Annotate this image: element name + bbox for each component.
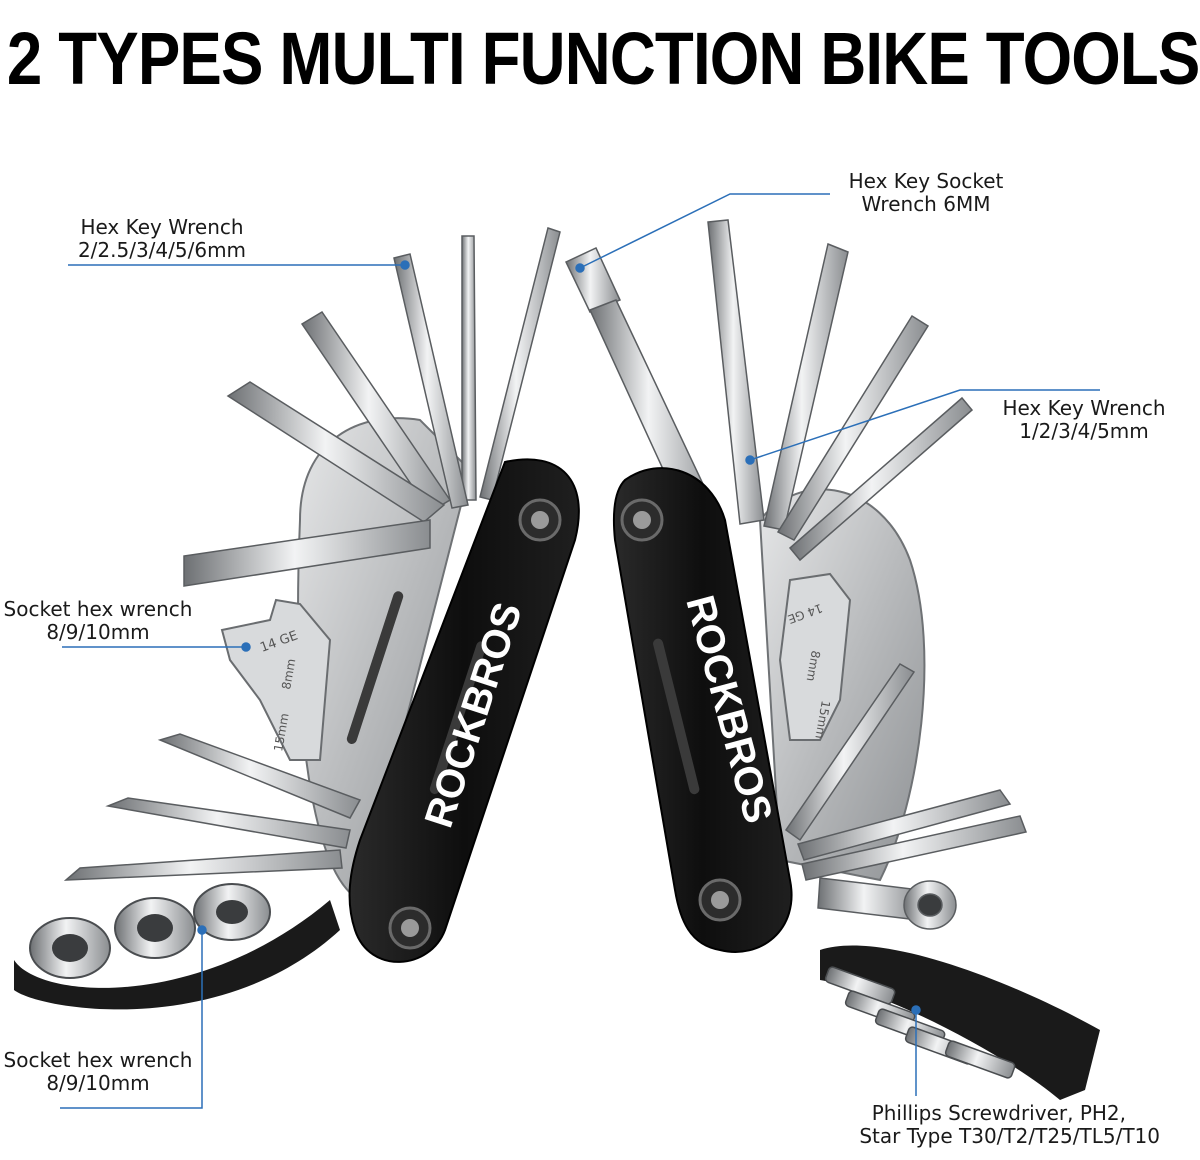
left-hex-keys — [183, 227, 561, 587]
right-bit-holder — [820, 945, 1100, 1100]
callout-hex-key-right-sizes: 1/2/3/4/5mm — [1019, 419, 1149, 443]
callout-hex-socket-6mm-size: Wrench 6MM — [861, 192, 991, 216]
left-socket-plate — [220, 598, 332, 761]
hex-key-3mm — [393, 253, 469, 509]
callout-leader-lines — [60, 193, 1100, 1109]
callout-socket-hex-lower: Socket hex wrench 8/9/10mm — [0, 1049, 196, 1095]
hex-key-6mm — [183, 519, 431, 587]
right-socket-extension — [817, 877, 957, 930]
left-screwdriver-bits — [63, 733, 362, 881]
callout-hex-key-left: Hex Key Wrench 2/2.5/3/4/5/6mm — [62, 216, 262, 262]
multi-tools-illustration: 14 GE 8mm 15mm ROCKBROS — [14, 193, 1100, 1109]
callout-phillips-line2: Star Type T30/T2/T25/TL5/T10 — [859, 1124, 1160, 1148]
hex-key-4mm — [300, 310, 452, 514]
right-hex-keys — [707, 219, 974, 562]
right-screwdriver-bit-set — [824, 966, 1016, 1079]
callout-hex-key-right-title: Hex Key Wrench — [1002, 396, 1166, 420]
callout-socket-hex-upper-title: Socket hex wrench — [3, 597, 193, 621]
left-plate-15mm-mark: 15mm — [271, 712, 291, 753]
callout-socket-hex-upper: Socket hex wrench 8/9/10mm — [0, 598, 196, 644]
left-body-slot — [429, 641, 487, 794]
callout-hex-key-left-sizes: 2/2.5/3/4/5/6mm — [77, 238, 247, 262]
callout-phillips: Phillips Screwdriver, PH2, Star Type T30… — [850, 1102, 1160, 1148]
hex-key-5mm — [226, 381, 446, 523]
right-screwdriver-bits — [784, 663, 1028, 881]
callout-hex-key-right: Hex Key Wrench 1/2/3/4/5mm — [996, 397, 1172, 443]
right-multi-tool: 14 GE 8mm 15mm ROCKBROS — [564, 219, 1100, 1100]
hex-key-5mm-right — [707, 219, 765, 525]
right-socket-plate — [778, 572, 852, 741]
leader-socket-hex-lower — [60, 930, 203, 1109]
left-socket-holder — [14, 900, 340, 1010]
hex-key-2-5mm — [461, 235, 477, 501]
leader-hex-socket-6mm — [579, 193, 830, 269]
left-multi-tool: 14 GE 8mm 15mm ROCKBROS — [14, 227, 580, 1010]
right-plate-15mm-mark: 15mm — [812, 699, 832, 740]
callout-socket-hex-upper-sizes: 8/9/10mm — [46, 620, 150, 644]
callout-socket-hex-lower-sizes: 8/9/10mm — [46, 1071, 150, 1095]
callout-hex-socket-6mm-title: Hex Key Socket — [848, 169, 1004, 193]
right-plate-8mm-mark: 8mm — [804, 649, 823, 682]
right-body-slot — [653, 638, 700, 795]
hex-key-3mm-right — [776, 314, 930, 541]
leader-hex-key-right — [749, 389, 1100, 461]
left-plate-8mm-mark: 8mm — [279, 658, 298, 691]
hex-key-2mm-right — [788, 396, 974, 562]
callout-hex-socket-6mm: Hex Key Socket Wrench 6MM — [838, 170, 1014, 216]
callout-phillips-line1: Phillips Screwdriver, PH2, — [871, 1101, 1126, 1125]
callout-hex-key-left-title: Hex Key Wrench — [80, 215, 244, 239]
left-sockets — [29, 883, 271, 979]
right-tool-body — [612, 467, 793, 953]
headline: 2 TYPES MULTI FUNCTION BIKE TOOLS — [6, 17, 1200, 100]
callout-socket-hex-lower-title: Socket hex wrench — [3, 1048, 193, 1072]
